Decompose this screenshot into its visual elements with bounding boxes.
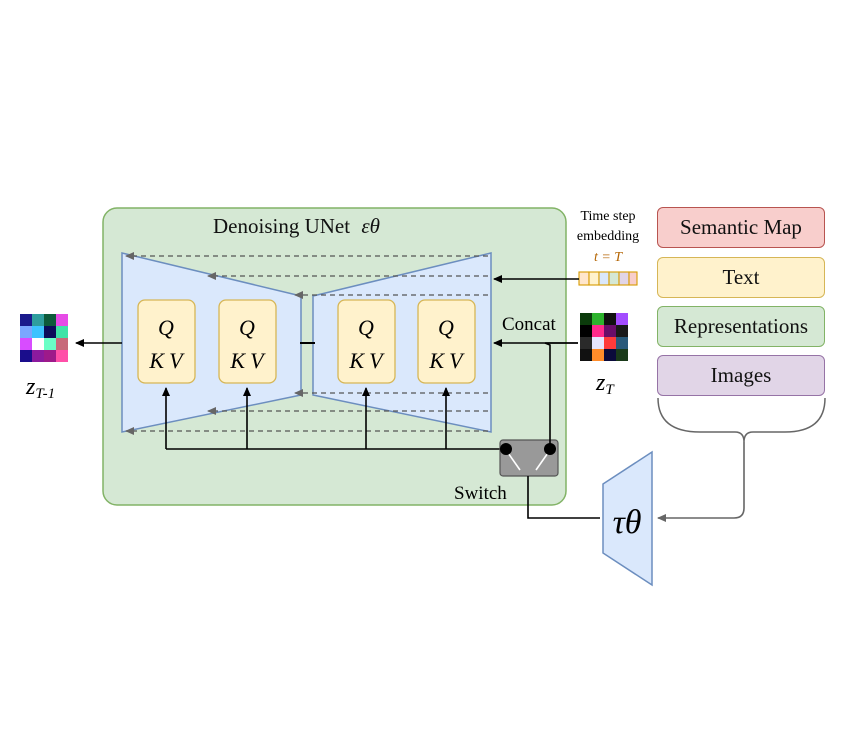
z-output-label: zT-1 (25, 374, 55, 402)
conditioning-images-label: Images (710, 363, 772, 387)
tau-encoder (602, 450, 653, 587)
svg-text:KV: KV (428, 348, 465, 373)
q-label: Q (158, 315, 174, 340)
time-step-label-line2: embedding (577, 229, 639, 244)
conditioning-semantic-map-label: Semantic Map (680, 215, 802, 239)
k-label: K (348, 348, 365, 373)
z-input-label: zT (595, 370, 615, 398)
q-label: Q (438, 315, 454, 340)
tau-encoder-label: τθ (613, 504, 642, 541)
svg-text:KV: KV (229, 348, 266, 373)
concat-label: Concat (502, 314, 557, 335)
brace-to-tau-path (657, 442, 745, 522)
conditioning-bus (162, 387, 505, 450)
time-step-expr: t = T (594, 250, 623, 265)
z-output-noise-grid (20, 314, 68, 362)
time-embedding-vector (578, 271, 638, 286)
conditioning-text: Text (657, 257, 825, 298)
v-label: V (169, 348, 185, 373)
conditioning-text-label: Text (722, 265, 760, 289)
q-label: Q (358, 315, 374, 340)
tau-to-switch-path (527, 476, 600, 519)
q-label: Q (239, 315, 255, 340)
v-label: V (369, 348, 385, 373)
conditioning-representations-label: Representations (673, 314, 809, 338)
conditioning-semantic-map: Semantic Map (657, 207, 825, 248)
conditioning-representations: Representations (657, 306, 825, 347)
switch-label: Switch (454, 483, 507, 504)
k-label: K (148, 348, 165, 373)
z-input-noise-grid (580, 313, 628, 361)
k-label: K (428, 348, 445, 373)
k-label: K (229, 348, 246, 373)
unet-title: Denoising UNet εθ (213, 214, 380, 238)
time-step-label-line1: Time step (580, 209, 635, 224)
v-label: V (250, 348, 266, 373)
conditioning-images: Images (657, 355, 825, 396)
skip-connections (125, 252, 488, 435)
svg-text:KV: KV (348, 348, 385, 373)
v-label: V (449, 348, 465, 373)
conditioning-brace (657, 397, 826, 443)
svg-text:KV: KV (148, 348, 185, 373)
